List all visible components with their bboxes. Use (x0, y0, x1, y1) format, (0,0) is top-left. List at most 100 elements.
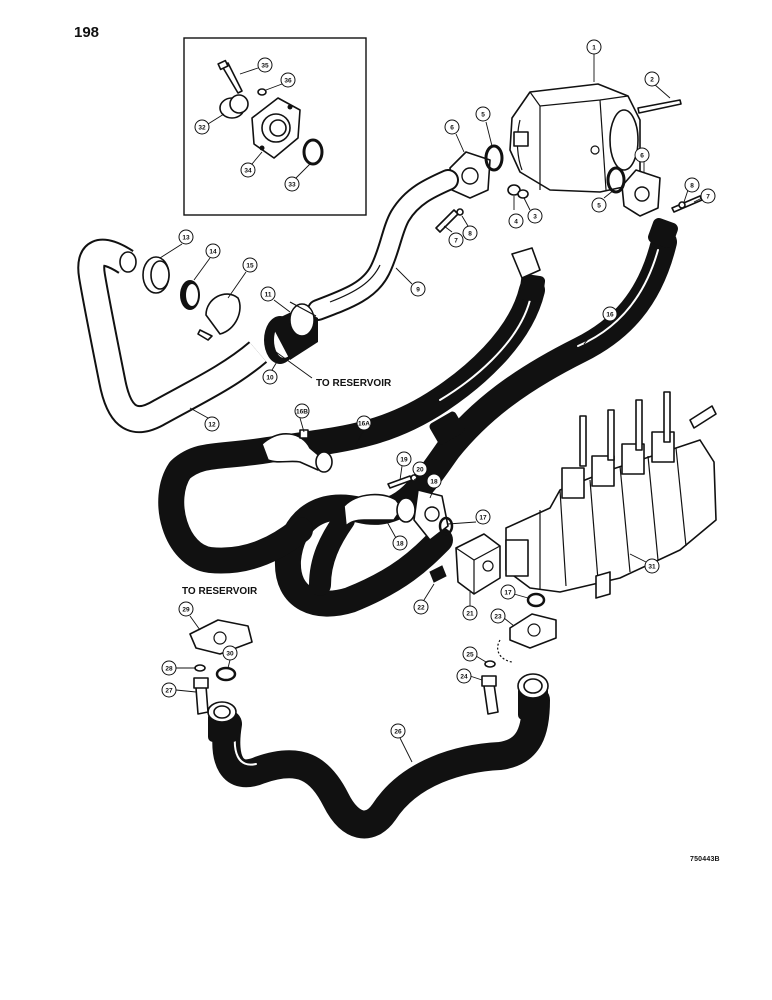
svg-text:5: 5 (481, 112, 485, 119)
svg-text:18: 18 (430, 479, 438, 486)
svg-text:10: 10 (266, 375, 274, 382)
elbow-fitting-18 (309, 474, 454, 596)
svg-text:7: 7 (706, 194, 710, 201)
svg-text:15: 15 (246, 263, 254, 270)
elbow-fitting-16b (261, 429, 333, 473)
svg-text:9: 9 (416, 287, 420, 294)
callout-32: 32 (194, 113, 225, 135)
callout-36: 36 (265, 72, 296, 91)
to-reservoir-label-upper: TO RESERVOIR (316, 378, 392, 389)
svg-text:17: 17 (504, 590, 512, 597)
callout-15: 15 (227, 257, 258, 299)
svg-text:34: 34 (244, 168, 252, 175)
callout-27: 27 (161, 682, 197, 698)
svg-text:6: 6 (640, 153, 644, 160)
inset-detail (183, 37, 367, 216)
callout-28: 28 (161, 660, 196, 676)
callout-34: 34 (240, 151, 263, 178)
callout-26: 26 (390, 723, 413, 763)
svg-text:35: 35 (261, 63, 269, 70)
reservoir-adapter (264, 301, 318, 364)
svg-text:31: 31 (648, 564, 656, 571)
callout-8b: 8 (683, 177, 700, 203)
callout-8a: 8 (461, 215, 478, 241)
callout-23: 23 (490, 608, 515, 627)
svg-text:7: 7 (454, 238, 458, 245)
svg-text:16: 16 (606, 312, 614, 319)
svg-text:30: 30 (226, 651, 234, 658)
callout-17a: 17 (447, 509, 491, 525)
pump-outlet-flange (606, 166, 703, 217)
callout-2: 2 (644, 71, 671, 99)
callout-29: 29 (178, 601, 201, 631)
svg-text:12: 12 (208, 422, 216, 429)
pump-inlet-flange (435, 144, 504, 233)
svg-text:17: 17 (479, 515, 487, 522)
figure-code: 750443B (690, 856, 720, 863)
callout-11: 11 (260, 286, 291, 313)
callout-7b: 7 (693, 188, 716, 204)
return-hose-26 (207, 673, 550, 839)
page-number: 198 (74, 24, 100, 41)
svg-text:6: 6 (450, 125, 454, 132)
svg-text:1: 1 (592, 45, 596, 52)
svg-text:21: 21 (466, 611, 474, 618)
reservoir-tube (77, 238, 268, 434)
svg-text:33: 33 (288, 182, 296, 189)
svg-text:28: 28 (165, 666, 173, 673)
callout-14: 14 (193, 243, 221, 281)
adapter-block (429, 533, 501, 595)
callout-21: 21 (462, 592, 478, 621)
svg-text:26: 26 (394, 729, 402, 736)
svg-text:25: 25 (466, 652, 474, 659)
control-valve (505, 391, 717, 599)
callout-7a: 7 (443, 225, 464, 248)
callout-24: 24 (456, 668, 483, 684)
svg-text:8: 8 (690, 183, 694, 190)
callout-3: 3 (523, 197, 543, 224)
svg-text:2: 2 (650, 77, 654, 84)
svg-text:24: 24 (460, 674, 468, 681)
svg-text:22: 22 (417, 605, 425, 612)
callout-4: 4 (508, 196, 524, 229)
bolt-24 (481, 660, 499, 715)
svg-text:36: 36 (284, 78, 292, 85)
callout-31: 31 (629, 553, 660, 574)
svg-text:20: 20 (416, 467, 424, 474)
callout-6a: 6 (444, 119, 465, 153)
to-reservoir-label-lower: TO RESERVOIR (182, 586, 258, 597)
callout-5b: 5 (591, 189, 615, 213)
svg-text:11: 11 (265, 292, 272, 299)
callout-17b: 17 (500, 584, 529, 600)
callout-16a: 16A (355, 415, 372, 445)
svg-text:14: 14 (209, 249, 217, 256)
callout-20: 20 (412, 461, 428, 481)
svg-text:16B: 16B (296, 409, 308, 416)
svg-text:3: 3 (533, 214, 537, 221)
svg-text:27: 27 (165, 688, 173, 695)
callout-5a: 5 (475, 106, 493, 147)
svg-text:18: 18 (396, 541, 404, 548)
svg-text:19: 19 (400, 457, 408, 464)
svg-text:8: 8 (468, 231, 472, 238)
callout-10: 10 (262, 359, 279, 385)
return-flange-parts (189, 619, 253, 715)
pump-fittings (507, 184, 529, 199)
callout-16b: 16B (294, 403, 310, 433)
callout-30: 30 (222, 645, 238, 669)
callout-35: 35 (239, 57, 273, 75)
callout-16: 16 (583, 306, 618, 345)
callout-1: 1 (586, 39, 602, 82)
valve-outlet-parts (497, 592, 557, 663)
svg-text:23: 23 (494, 614, 502, 621)
callout-13: 13 (159, 229, 194, 259)
svg-text:13: 13 (182, 235, 190, 242)
callout-18b: 18 (385, 519, 408, 551)
callout-33: 33 (284, 163, 311, 192)
callout-22: 22 (413, 583, 435, 615)
suction-tube (307, 169, 459, 321)
callout-25: 25 (462, 646, 487, 663)
callout-18a: 18 (426, 473, 442, 499)
callout-9: 9 (395, 267, 426, 297)
